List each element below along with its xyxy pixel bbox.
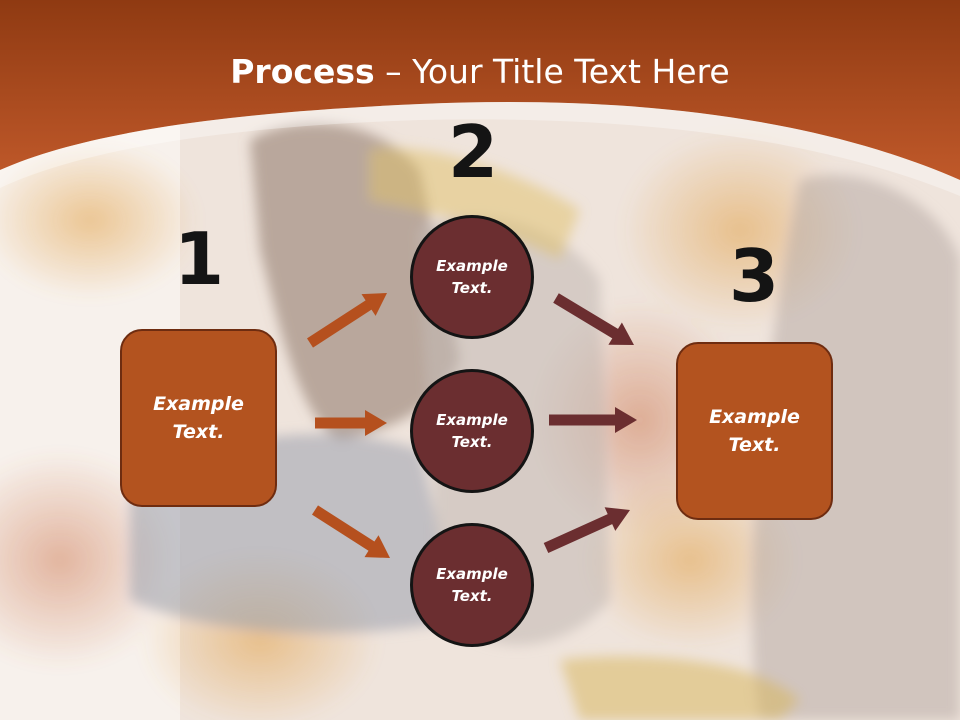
step-3-number: 3 xyxy=(728,234,780,318)
step-2-number: 2 xyxy=(447,110,499,194)
step-2-circle-2-text: Example Text. xyxy=(436,410,508,452)
step-3-box: Example Text. xyxy=(676,342,833,520)
step-1-box: Example Text. xyxy=(120,329,277,507)
arrow-2c-to-3 xyxy=(543,507,630,553)
step-2-circle-3-text: Example Text. xyxy=(436,564,508,606)
step-3-text: Example Text. xyxy=(709,405,800,457)
slide-title: Process – Your Title Text Here xyxy=(0,52,960,91)
arrow-1-to-2b xyxy=(315,410,387,436)
step-2-circle-2: Example Text. xyxy=(410,369,534,493)
step-2-circle-1-text: Example Text. xyxy=(436,256,508,298)
title-bold: Process xyxy=(230,52,375,91)
title-rest: – Your Title Text Here xyxy=(374,52,730,91)
step-1-number: 1 xyxy=(173,217,225,301)
step-2-circle-1: Example Text. xyxy=(410,215,534,339)
arrow-2b-to-3 xyxy=(549,407,637,433)
arrow-1-to-2a xyxy=(307,293,387,348)
step-1-text: Example Text. xyxy=(153,392,244,444)
arrow-1-to-2c xyxy=(312,505,390,558)
step-2-circle-3: Example Text. xyxy=(410,523,534,647)
arrow-2a-to-3 xyxy=(553,293,634,345)
